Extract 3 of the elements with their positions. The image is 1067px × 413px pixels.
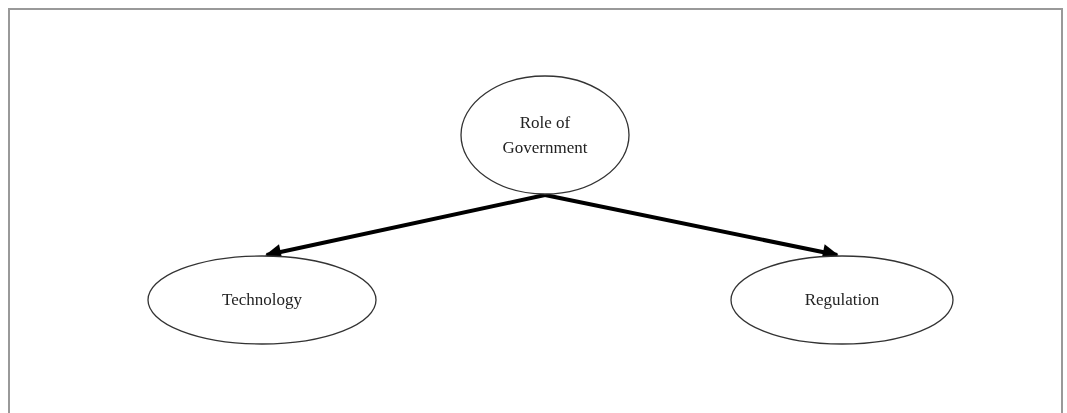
node-label: Role of Government	[501, 111, 589, 159]
node-label: Technology	[222, 289, 302, 312]
node-label: Regulation	[804, 289, 880, 312]
